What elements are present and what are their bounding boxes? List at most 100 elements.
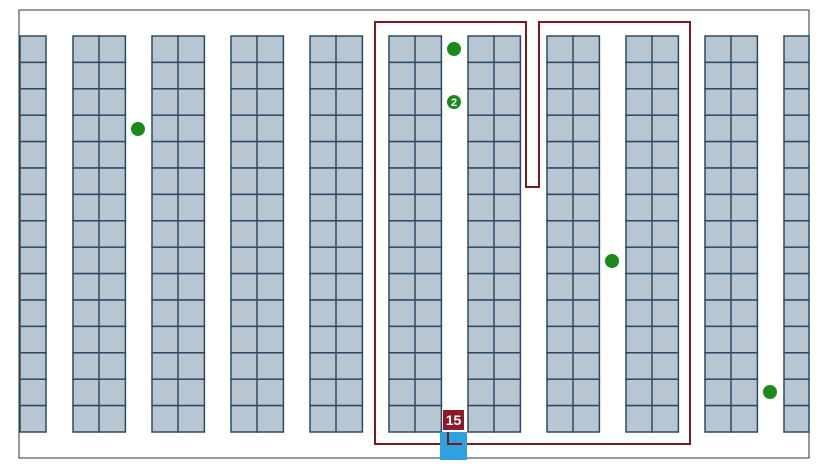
rack-slot xyxy=(651,299,680,328)
rack-slot xyxy=(98,378,127,407)
rack-slot xyxy=(72,272,101,301)
rack-slot xyxy=(72,325,101,354)
rack-slot xyxy=(256,114,285,143)
rack-slot xyxy=(177,220,206,248)
depot-route-connector xyxy=(447,432,462,445)
route-label: 15 xyxy=(443,410,464,430)
rack-slot xyxy=(230,140,259,169)
pick-point-icon xyxy=(131,122,145,136)
rack-slot xyxy=(230,299,259,328)
rack-slot xyxy=(151,352,180,380)
rack-slot xyxy=(651,220,680,248)
rack-slot xyxy=(230,35,259,64)
rack-slot xyxy=(546,61,575,90)
pick-point-icon xyxy=(763,385,777,399)
rack-slot xyxy=(177,35,206,64)
rack-slot xyxy=(467,220,496,248)
rack-slot xyxy=(625,272,654,301)
rack-slot xyxy=(414,246,443,275)
rack-slot xyxy=(151,325,180,354)
rack-slot xyxy=(309,404,338,433)
route-label-text: 15 xyxy=(446,412,462,428)
rack-slot xyxy=(230,193,259,222)
rack-slot xyxy=(493,88,522,116)
rack-slot xyxy=(19,61,47,90)
rack-slot xyxy=(335,167,364,196)
rack-slot xyxy=(572,378,601,407)
rack-slot xyxy=(651,272,680,301)
rack-slot xyxy=(19,272,47,301)
rack-slot xyxy=(493,299,522,328)
rack-slot xyxy=(230,325,259,354)
rack-slot xyxy=(493,61,522,90)
rack-slot xyxy=(651,35,680,64)
rack-slot xyxy=(230,61,259,90)
rack-slot xyxy=(98,88,127,116)
rack-slot xyxy=(335,246,364,275)
rack-slot xyxy=(256,325,285,354)
rack-slot xyxy=(730,114,759,143)
rack-slot xyxy=(546,404,575,433)
rack-slot xyxy=(309,167,338,196)
rack-slot xyxy=(572,246,601,275)
rack-slot xyxy=(704,35,733,64)
rack-slot xyxy=(388,35,417,64)
rack-slot xyxy=(177,140,206,169)
rack-slot xyxy=(98,61,127,90)
rack-slot xyxy=(309,299,338,328)
rack-slot xyxy=(19,352,47,380)
rack-slot xyxy=(572,35,601,64)
rack-slot xyxy=(335,35,364,64)
rack-slot xyxy=(177,272,206,301)
rack-slot xyxy=(704,246,733,275)
rack-slot xyxy=(625,114,654,143)
rack-slot xyxy=(151,272,180,301)
rack-slot xyxy=(625,140,654,169)
rack-slot xyxy=(414,378,443,407)
rack-slot xyxy=(730,404,759,433)
rack-slot xyxy=(388,272,417,301)
rack-slot xyxy=(572,220,601,248)
rack-slot xyxy=(572,140,601,169)
route-label-badge xyxy=(443,410,464,430)
rack-slot xyxy=(651,404,680,433)
rack-slot xyxy=(72,299,101,328)
rack-slot xyxy=(546,352,575,380)
rack-slot xyxy=(177,167,206,196)
rack-slot xyxy=(783,193,810,222)
rack-slot xyxy=(388,220,417,248)
rack-slot xyxy=(704,140,733,169)
rack-slot xyxy=(414,352,443,380)
rack-slot xyxy=(151,220,180,248)
rack-slot xyxy=(98,352,127,380)
rack-slot xyxy=(783,272,810,301)
rack-slot xyxy=(414,272,443,301)
rack-slot xyxy=(309,272,338,301)
rack-slot xyxy=(388,299,417,328)
rack-slot xyxy=(625,220,654,248)
rack-slot xyxy=(335,325,364,354)
rack-slot xyxy=(651,246,680,275)
rack-slot xyxy=(730,246,759,275)
rack-slot xyxy=(19,246,47,275)
rack-slot xyxy=(493,140,522,169)
rack-slot xyxy=(414,88,443,116)
rack-slot xyxy=(309,61,338,90)
rack-slot xyxy=(625,88,654,116)
rack-slot xyxy=(388,140,417,169)
rack-slot xyxy=(19,114,47,143)
rack-slot xyxy=(414,140,443,169)
rack-slot xyxy=(730,61,759,90)
rack-slot xyxy=(572,167,601,196)
rack-slot xyxy=(256,299,285,328)
rack-slot xyxy=(467,378,496,407)
rack-slot xyxy=(388,88,417,116)
rack-slot xyxy=(625,167,654,196)
rack-slot xyxy=(783,378,810,407)
rack-slot xyxy=(730,325,759,354)
rack-slot xyxy=(151,193,180,222)
rack-slot xyxy=(546,246,575,275)
rack-slot xyxy=(414,404,443,433)
rack-slot xyxy=(625,352,654,380)
